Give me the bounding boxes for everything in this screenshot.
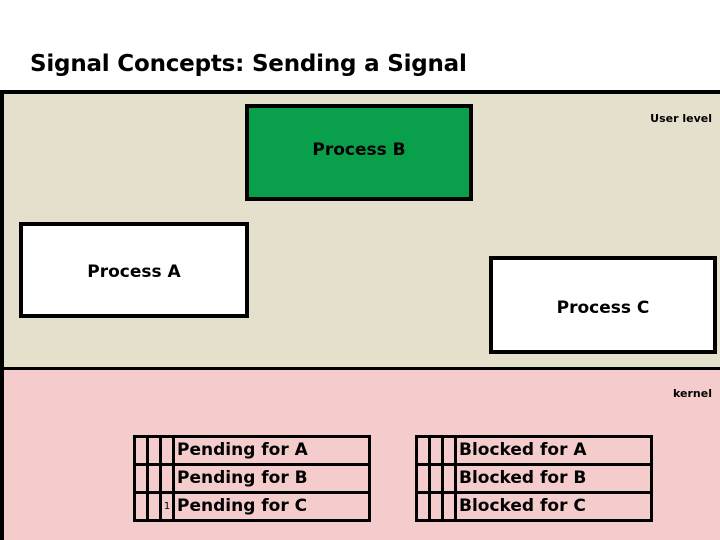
page-title: Signal Concepts: Sending a Signal (30, 51, 467, 77)
pending-bit-cell[interactable] (146, 435, 162, 466)
pending-row-label: Pending for A (172, 435, 371, 466)
blocked-bit-cell[interactable] (441, 435, 457, 466)
blocked-signals-table: Blocked for A Blocked for B Blocked for … (415, 435, 653, 522)
blocked-bit-cell[interactable] (441, 463, 457, 494)
process-a-box[interactable]: Process A (19, 222, 249, 318)
table-row: Blocked for C (415, 491, 653, 522)
kernel-label: kernel (673, 387, 712, 400)
process-b-box[interactable]: Process B (245, 104, 473, 201)
pending-bit-cell[interactable] (159, 435, 175, 466)
pending-bit-cell[interactable] (159, 463, 175, 494)
process-a-label: Process A (87, 262, 181, 282)
pending-signals-table: Pending for A Pending for B 1 Pending fo… (133, 435, 371, 522)
pending-bit-cell[interactable] (146, 463, 162, 494)
pending-bit-cell[interactable] (133, 435, 149, 466)
blocked-bit-cell[interactable] (415, 435, 431, 466)
blocked-row-label: Blocked for A (454, 435, 653, 466)
pending-row-label: Pending for C (172, 491, 371, 522)
blocked-bit-cell[interactable] (428, 435, 444, 466)
pending-bit-cell-set[interactable]: 1 (159, 491, 175, 522)
blocked-bit-cell[interactable] (428, 463, 444, 494)
blocked-row-label: Blocked for C (454, 491, 653, 522)
table-row: 1 Pending for C (133, 491, 371, 522)
pending-row-label: Pending for B (172, 463, 371, 494)
user-level-label: User level (650, 112, 712, 125)
signal-diagram: User level Process B Process A Process C… (0, 90, 720, 540)
table-row: Pending for B (133, 463, 371, 494)
pending-bit-cell[interactable] (146, 491, 162, 522)
blocked-bit-cell[interactable] (415, 463, 431, 494)
blocked-bit-cell[interactable] (415, 491, 431, 522)
process-c-label: Process C (556, 298, 650, 318)
pending-bit-cell[interactable] (133, 491, 149, 522)
process-c-box[interactable]: Process C (489, 256, 717, 354)
user-level-region: User level Process B Process A Process C (0, 90, 720, 370)
blocked-row-label: Blocked for B (454, 463, 653, 494)
process-b-label: Process B (312, 139, 406, 160)
table-row: Pending for A (133, 435, 371, 466)
blocked-bit-cell[interactable] (428, 491, 444, 522)
blocked-bit-cell[interactable] (441, 491, 457, 522)
table-row: Blocked for B (415, 463, 653, 494)
pending-bit-cell[interactable] (133, 463, 149, 494)
table-row: Blocked for A (415, 435, 653, 466)
